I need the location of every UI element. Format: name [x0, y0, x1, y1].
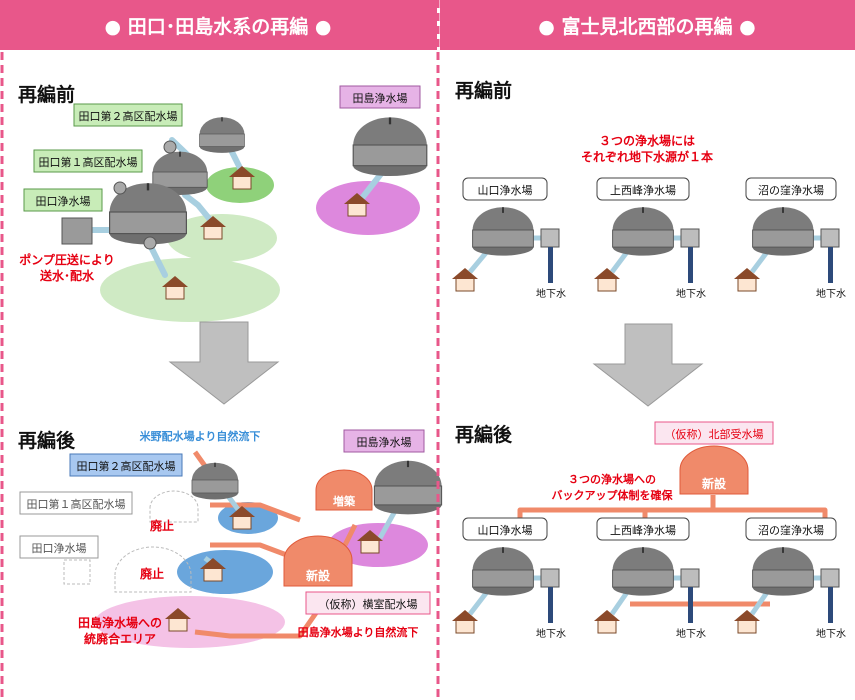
after-tank-1 — [471, 546, 535, 597]
tajima-flow-note: 田島浄水場より自然流下 — [298, 625, 419, 639]
left-header-bar — [0, 0, 437, 50]
groundwater-label-2: 地下水 — [676, 287, 706, 300]
before-plant-yamaguchi: 山口浄水場 — [478, 183, 533, 197]
down-arrow-right — [592, 323, 704, 407]
pump-note-line1: ポンプ圧送により — [19, 252, 114, 267]
groundwater-icon — [680, 228, 700, 284]
left-before-label: 再編前 — [18, 83, 75, 106]
taguchi-2-tank — [198, 116, 246, 154]
abolish-label-1: 廃止 — [150, 518, 174, 533]
taguchi-2-label-box-after — [69, 453, 183, 477]
taguchi-plant-label-box-after — [19, 535, 99, 559]
taguchi-intake-box — [61, 217, 93, 245]
backup-note-2: バックアップ体制を確保 — [552, 488, 674, 502]
groundwater-label-6: 地下水 — [816, 627, 846, 640]
before-plant-numanokubo: 沼の窪浄水場 — [758, 183, 824, 197]
taguchi-1-label-after: 田口第１高区配水場 — [27, 497, 126, 511]
house-icon — [593, 609, 621, 634]
left-panel: ● 田口･田島水系の再編 ● 再編前 — [0, 0, 443, 700]
tajima-plant-tank — [352, 116, 428, 178]
taguchi-2-label: 田口第２高区配水場 — [79, 109, 178, 123]
backup-note-1: ３つの浄水場への — [568, 472, 656, 486]
pipes-after-red — [192, 450, 358, 639]
new-tank-right — [679, 445, 749, 495]
right-panel: ● 富士見北西部の再編 ● 再編前 ３つの浄水場には それぞれ地下水源が１本 山… — [440, 0, 855, 640]
taguchi-1-label-box-after — [19, 491, 133, 515]
merge-area-line2: 統廃合エリア — [84, 631, 156, 646]
groundwater-icon — [540, 228, 560, 284]
tajima-tank-after — [373, 459, 443, 516]
groundwater-label-5: 地下水 — [676, 627, 706, 640]
before-plants — [462, 177, 837, 201]
house-icon — [593, 267, 621, 292]
tajima-plant-label-box — [339, 85, 421, 109]
green-area-large — [100, 258, 280, 322]
right-before-note-1: ３つの浄水場には — [599, 133, 695, 148]
groundwater-label-4: 地下水 — [536, 627, 566, 640]
house-icon — [733, 609, 761, 634]
expansion-label: 増築 — [333, 494, 356, 508]
taguchi-1-label-box — [33, 149, 143, 173]
merge-area-line1: 田島浄水場への — [78, 615, 162, 630]
taguchi-2-label-box — [73, 103, 183, 127]
hokubu-label: （仮称）北部受水場 — [665, 427, 764, 441]
before-tank-3 — [751, 206, 815, 257]
groundwater-label-1: 地下水 — [536, 287, 566, 300]
after-plant-yamaguchi: 山口浄水場 — [478, 523, 533, 537]
after-plant-numanokubo: 沼の窪浄水場 — [758, 523, 824, 537]
house-icon — [733, 267, 761, 292]
before-tank-1 — [471, 206, 535, 257]
new-facility-right: 新設 — [702, 476, 727, 491]
taguchi-2-tank-after — [191, 462, 239, 501]
pump-icon — [113, 140, 177, 250]
left-panel-title: ● 田口･田島水系の再編 ● — [105, 15, 332, 38]
after-plant-kaminishimine: 上西峰浄水場 — [610, 523, 676, 537]
left-after-label: 再編後 — [18, 429, 76, 452]
right-header-bar — [440, 0, 855, 50]
new-tank-left — [283, 535, 353, 587]
taguchi-1-label: 田口第１高区配水場 — [39, 155, 138, 169]
pump-note-line2: 送水･配水 — [39, 268, 95, 283]
taguchi-plant-label-after: 田口浄水場 — [32, 541, 87, 555]
groundwater-label-3: 地下水 — [816, 287, 846, 300]
before-tank-2 — [611, 206, 675, 257]
right-panel-title: ● 富士見北西部の再編 ● — [538, 15, 755, 38]
groundwater-icon — [680, 568, 700, 624]
groundwater-icon — [540, 568, 560, 624]
groundwater-icon — [820, 228, 840, 284]
house-icon — [451, 609, 479, 634]
taguchi-plant-label-box — [23, 188, 103, 212]
down-arrow-left — [168, 321, 280, 405]
tajima-plant-label-box-after — [343, 429, 425, 453]
after-tank-2 — [611, 546, 675, 597]
right-after-label: 再編後 — [455, 423, 513, 446]
yokomuro-label-box — [305, 591, 431, 615]
before-plant-kaminishimine: 上西峰浄水場 — [610, 183, 676, 197]
tajima-plant-label: 田島浄水場 — [353, 91, 408, 105]
new-facility-left: 新設 — [306, 568, 331, 583]
right-before-label: 再編前 — [455, 79, 512, 102]
after-tank-3 — [751, 546, 815, 597]
expansion-tank — [315, 469, 373, 511]
groundwater-icon — [820, 568, 840, 624]
right-before-note-2: それぞれ地下水源が１本 — [581, 149, 713, 164]
tajima-plant-label-after: 田島浄水場 — [357, 435, 412, 449]
yokomuro-label: （仮称）横室配水場 — [319, 597, 418, 611]
blue-area-large — [177, 550, 273, 594]
pipes-after-right-red — [517, 495, 828, 607]
pink-area-tajima — [316, 181, 420, 235]
abolished-tanks — [63, 490, 199, 593]
taguchi-plant-label: 田口浄水場 — [36, 194, 91, 208]
yoneno-note: 米野配水場より自然流下 — [139, 429, 261, 443]
taguchi-2-label-after: 田口第２高区配水場 — [77, 459, 176, 473]
abolish-label-2: 廃止 — [140, 566, 164, 581]
house-icon — [451, 267, 479, 292]
after-plants — [462, 517, 837, 541]
hokubu-label-box — [654, 421, 774, 445]
